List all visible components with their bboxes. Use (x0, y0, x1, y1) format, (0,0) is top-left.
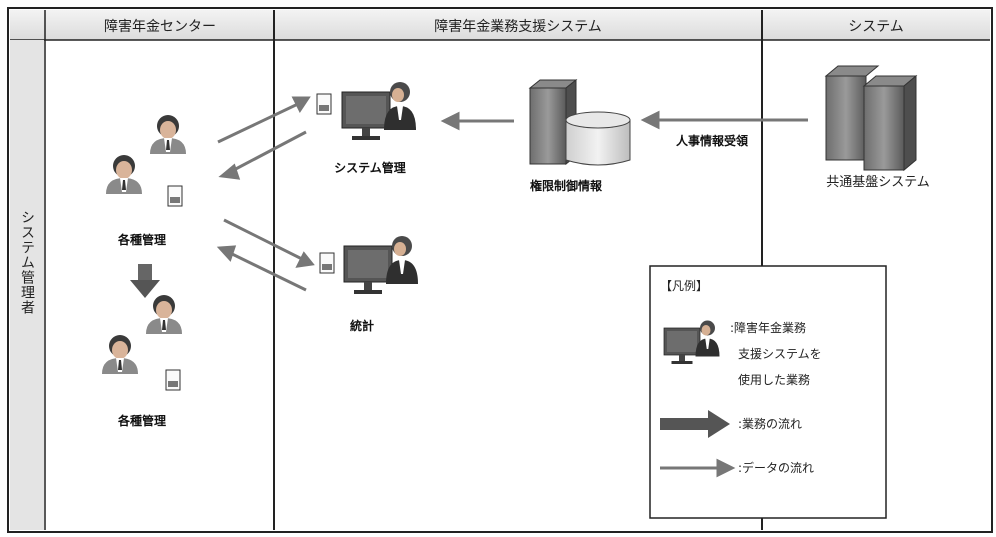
data-arrows-system-admin (217, 96, 311, 180)
legend-data-flow-label: :データの流れ (738, 460, 814, 475)
personnel-receive-label: 人事情報受領 (676, 133, 749, 148)
header-right: システム (848, 19, 904, 35)
statistics-label: 統計 (350, 318, 374, 333)
header-middle: 障害年金業務支援システム (434, 19, 602, 35)
legend-person-line-3: 使用した業務 (738, 372, 810, 387)
legend-person-line-1: :障害年金業務 (730, 320, 806, 335)
access-control-label: 権限制御情報 (530, 178, 603, 193)
management-bottom-label: 各種管理 (117, 413, 166, 428)
data-arrow-personnel-receive (640, 110, 808, 130)
data-arrow-access-to-admin (440, 111, 514, 131)
legend-person-line-2: 支援システムを (738, 347, 822, 361)
legend-data-flow-arrow (660, 458, 736, 478)
header-left: 障害年金センター (104, 19, 216, 35)
legend-work-flow-arrow (660, 410, 730, 438)
row-actor-label: システム管理者 (19, 210, 35, 315)
work-flow-down-arrow (130, 264, 160, 298)
access-control-server-icon (528, 78, 631, 166)
row-label-band (10, 40, 44, 530)
management-top-label: 各種管理 (117, 232, 166, 247)
legend: 【凡例】 :障害年金業務 支援システムを 使用した業務 :業務の流れ :データの… (649, 265, 887, 519)
header-band (10, 10, 990, 40)
common-platform-server-icon (824, 65, 918, 172)
data-arrows-statistics (216, 218, 315, 292)
common-platform-label: 共通基盤システム (826, 175, 930, 190)
system-admin-label: システム管理 (334, 160, 406, 175)
legend-work-flow-label: :業務の流れ (738, 417, 802, 431)
legend-title: 【凡例】 (660, 279, 708, 293)
